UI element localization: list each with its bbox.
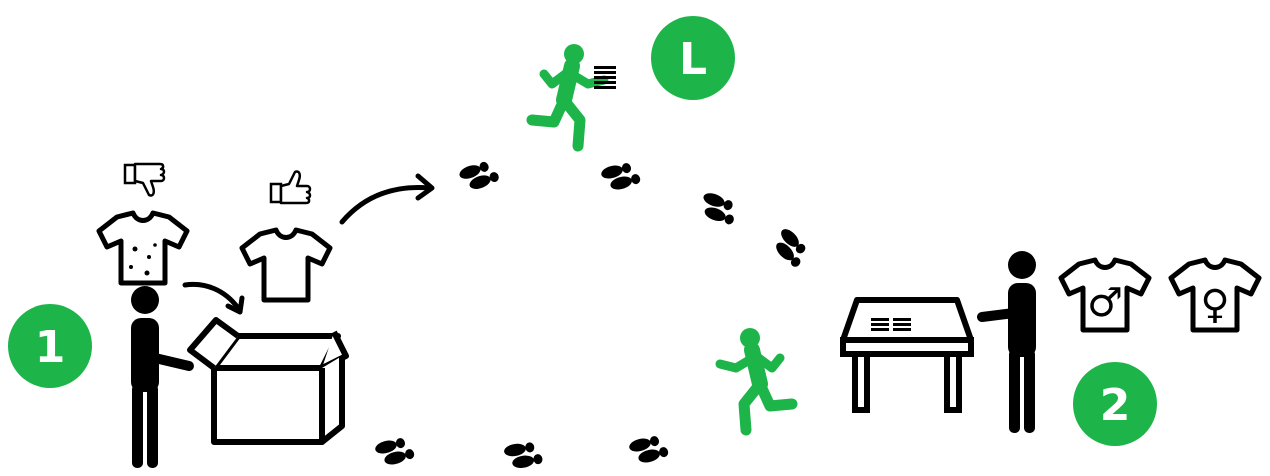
running-person-icon — [720, 328, 792, 430]
step-one-label: 1 — [35, 322, 66, 373]
arrow-to-box-icon — [185, 284, 242, 312]
male-symbol: ♂ — [1087, 280, 1123, 326]
male-tshirt-icon: ♂ — [1061, 260, 1149, 330]
running-person-with-documents-icon — [532, 44, 616, 146]
step-l-badge: L — [651, 16, 735, 100]
table-icon — [843, 300, 971, 410]
thumbs-up-icon — [271, 171, 310, 203]
female-symbol: ♀ — [1200, 282, 1229, 328]
step-two-badge: 2 — [1073, 362, 1157, 446]
donor-person-icon — [131, 286, 189, 468]
step-one-badge: 1 — [8, 304, 92, 388]
stained-tshirt-icon — [99, 213, 187, 283]
footprints-icon — [458, 158, 813, 270]
open-box-icon — [190, 320, 346, 442]
thumbs-down-icon — [125, 164, 164, 196]
arrow-to-path-icon — [342, 176, 432, 222]
female-tshirt-icon: ♀ — [1171, 260, 1259, 330]
recipient-person-icon — [982, 251, 1036, 433]
step-two-label: 2 — [1100, 380, 1131, 431]
clean-tshirt-icon — [242, 230, 330, 300]
step-l-label: L — [679, 34, 707, 85]
footprints-bottom-icon — [374, 433, 670, 471]
